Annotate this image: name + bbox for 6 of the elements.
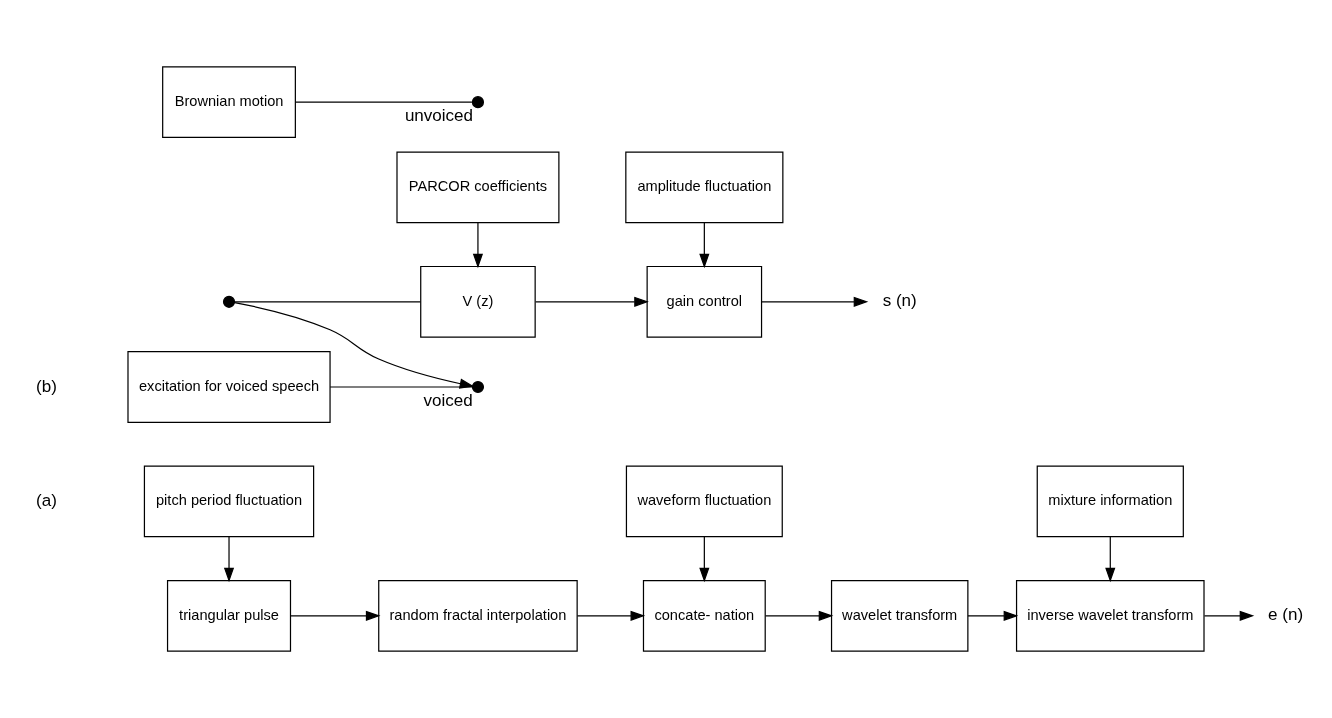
- label: (a): [36, 490, 57, 510]
- node-text: e (n): [1268, 605, 1304, 625]
- node-label: unvoiced: [404, 106, 474, 126]
- node-text: s (n): [882, 291, 917, 311]
- node-label: voiced: [423, 391, 473, 411]
- label: (b): [36, 376, 57, 396]
